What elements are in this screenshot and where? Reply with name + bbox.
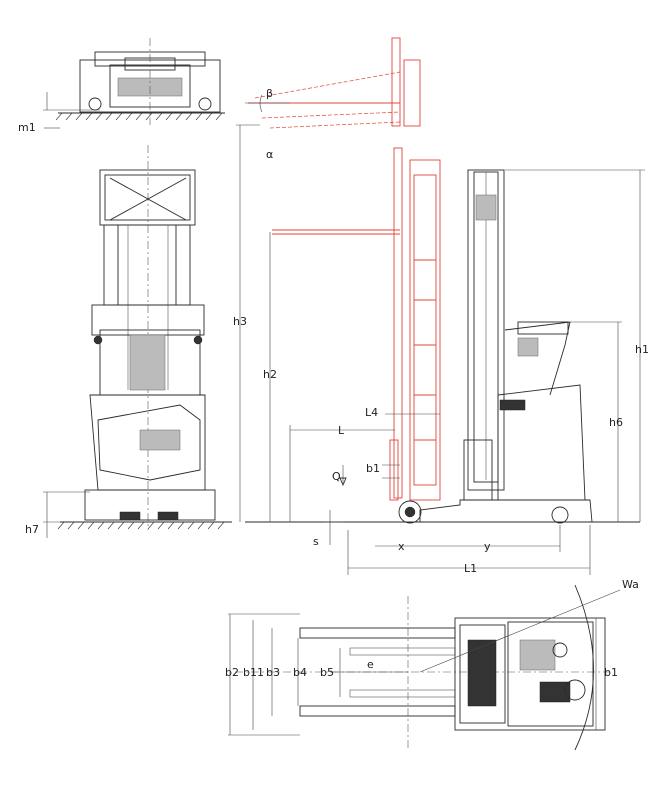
label-m1: m1 (18, 121, 36, 134)
label-y: y (484, 540, 491, 553)
mast-extended (272, 147, 441, 501)
label-h2: h2 (263, 368, 277, 381)
label-b5: b5 (320, 666, 334, 679)
label-e: e (367, 658, 374, 671)
tilt-fork: β α (245, 37, 421, 161)
label-h3: h3 (233, 315, 247, 328)
label-b3: b3 (266, 666, 280, 679)
label-L4: L4 (365, 406, 378, 419)
label-h1: h1 (635, 343, 649, 356)
label-Q: Q (332, 470, 341, 483)
front-view: h7 (25, 145, 232, 538)
label-b4: b4 (293, 666, 307, 679)
label-b1-plan: b1 (604, 666, 618, 679)
label-b11: b11 (243, 666, 264, 679)
side-view: β α (233, 37, 649, 575)
small-front-view: m1 (18, 38, 225, 134)
truck-body (398, 321, 593, 524)
label-alpha: α (266, 148, 273, 161)
label-s: s (313, 535, 319, 548)
label-x: x (398, 540, 405, 553)
label-b2: b2 (225, 666, 239, 679)
label-h6: h6 (609, 416, 623, 429)
label-beta: β (266, 87, 273, 100)
plan-view: b2 b11 b3 b4 b5 e b1 Wa (225, 578, 639, 751)
label-L1: L1 (464, 562, 477, 575)
mast-black (463, 169, 505, 501)
label-b1-side: b1 (366, 462, 380, 475)
label-Wa: Wa (622, 578, 639, 591)
label-L: L (338, 424, 345, 437)
label-h7: h7 (25, 523, 39, 536)
